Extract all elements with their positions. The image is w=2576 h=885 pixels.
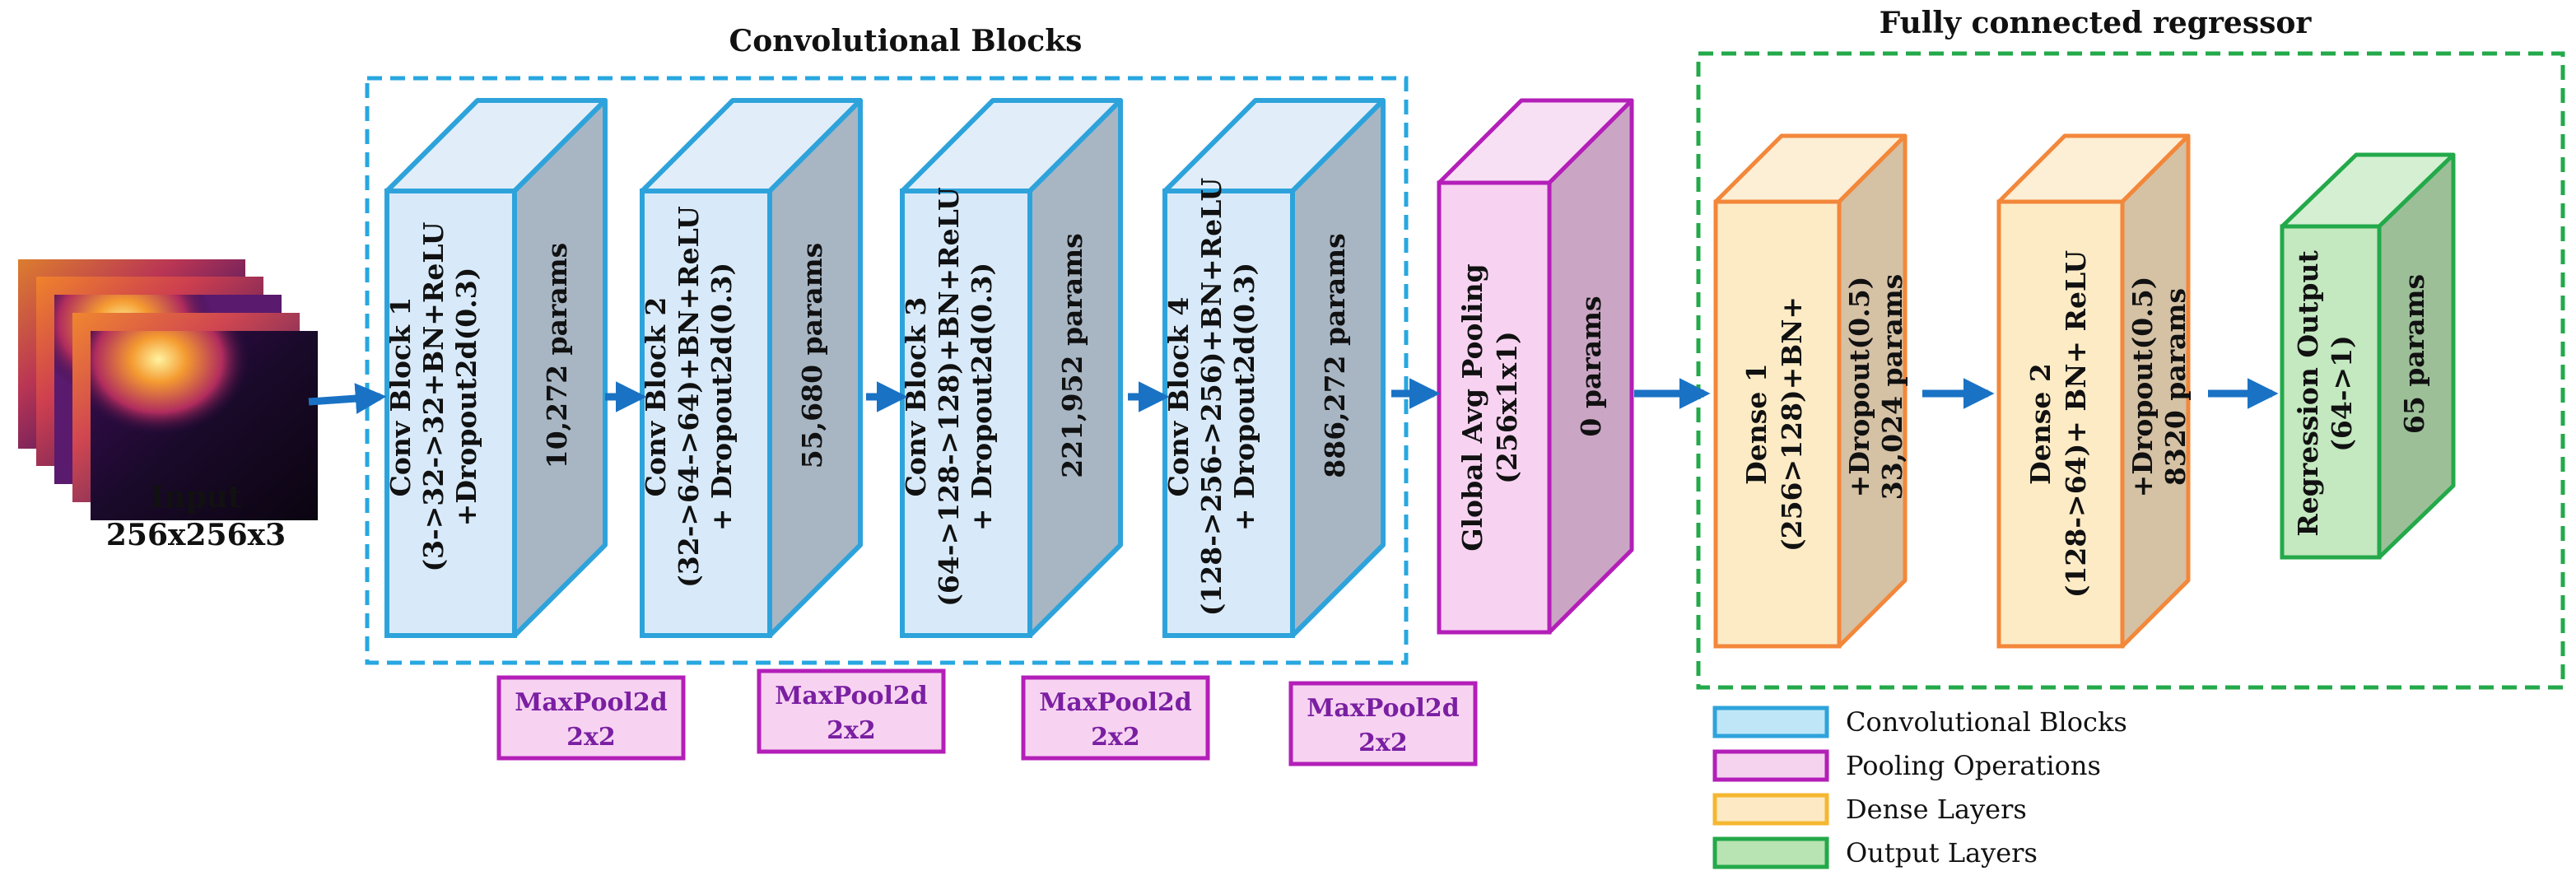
legend-item-3: Dense Layers — [1712, 793, 2027, 826]
legend-swatch — [1712, 749, 1829, 782]
conv-block-front — [384, 189, 517, 638]
output-params: 65 params — [2398, 274, 2430, 434]
legend-label: Dense Layers — [1846, 794, 2027, 825]
maxpool-boxes: MaxPool2d2x2MaxPool2d2x2MaxPool2d2x2MaxP… — [496, 668, 1478, 766]
conv-group-frame — [365, 76, 1409, 665]
conv-block-params: 886,272 params — [1319, 233, 1351, 477]
maxpool-frame — [757, 668, 946, 754]
conv-block-text-2: (3->32->32+BN+ReLU — [417, 221, 450, 571]
maxpool-box-1: MaxPool2d 2x2 — [496, 675, 686, 761]
maxpool-frame — [1288, 681, 1478, 766]
dense1-dropout: +Dropout(0.5) — [1843, 277, 1875, 498]
dense1-shape: (256>128)+BN+ — [1776, 296, 1808, 552]
conv-block-text-2: (32->64->64)+BN+ReLU — [673, 206, 705, 588]
conv-block-text-3: + Dropout2d(0.3) — [1228, 263, 1260, 531]
conv-blocks: Conv Block 1(3->32->32+BN+ReLU+Dropout2d… — [384, 98, 1386, 638]
conv-block-text-2: (128->256->256)+BN+ReLU — [1195, 178, 1227, 617]
maxpool-label: MaxPool2d — [775, 682, 928, 710]
maxpool-size: 2x2 — [827, 716, 876, 745]
maxpool-frame — [496, 675, 686, 761]
input-label: Input — [151, 480, 242, 515]
dense2-block: Dense 2 (128->64)+ BN+ ReLU +Dropout(0.5… — [1996, 133, 2192, 649]
gap-params: 0 params — [1575, 296, 1607, 436]
conv-block-params: 55,680 params — [796, 243, 828, 469]
maxpool-box-3: MaxPool2d 2x2 — [1021, 675, 1210, 761]
conv-block-1: Conv Block 1(3->32->32+BN+ReLU+Dropout2d… — [384, 98, 608, 638]
conv-block-text-1: Conv Block 1 — [384, 297, 417, 497]
maxpool-size: 2x2 — [1358, 729, 1408, 757]
conv-block-front — [1162, 189, 1295, 638]
maxpool-frame — [1021, 675, 1210, 761]
maxpool-label: MaxPool2d — [515, 688, 668, 717]
legend-item-4: Output Layers — [1712, 836, 2038, 869]
conv-group-title: Convolutional Blocks — [729, 24, 1083, 58]
dense2-dropout: +Dropout(0.5) — [2126, 277, 2159, 498]
legend-label: Output Layers — [1846, 837, 2038, 869]
output-label: Regression Output — [2292, 250, 2324, 537]
maxpool-box-2: MaxPool2d 2x2 — [757, 668, 946, 754]
dense2-label: Dense 2 — [2024, 363, 2057, 485]
conv-block-3: Conv Block 3(64->128->128)+BN+ReLU+ Drop… — [900, 98, 1123, 638]
legend-item-2: Pooling Operations — [1712, 749, 2101, 782]
legend-label: Convolutional Blocks — [1846, 706, 2127, 738]
dense1-label: Dense 1 — [1740, 363, 1772, 485]
gap-label: Global Avg Pooling — [1456, 263, 1488, 551]
dense1-block: Dense 1 (256>128)+BN+ +Dropout(0.5) 33,0… — [1713, 133, 1908, 649]
legend-item-1: Convolutional Blocks — [1712, 706, 2127, 738]
conv-block-4: Conv Block 4(128->256->256)+BN+ReLU+ Dro… — [1162, 98, 1386, 638]
conv-block-text-3: + Dropout2d(0.3) — [966, 263, 998, 531]
conv-block-text-2: (64->128->128)+BN+ReLU — [933, 187, 965, 607]
legend-swatch — [1712, 793, 1829, 826]
maxpool-box-4: MaxPool2d 2x2 — [1288, 681, 1478, 766]
fc-group-frame — [1696, 51, 2565, 690]
output-shape: (64->1) — [2326, 335, 2358, 451]
dense1-params: 33,024 params — [1876, 274, 1908, 501]
dense2-params: 8320 params — [2159, 288, 2192, 486]
maxpool-label: MaxPool2d — [1039, 688, 1192, 717]
maxpool-size: 2x2 — [566, 723, 616, 752]
conv-block-text-1: Conv Block 3 — [900, 297, 932, 497]
flow-arrows — [308, 378, 2279, 414]
conv-block-text-1: Conv Block 4 — [1162, 297, 1195, 497]
fc-group-title: Fully connected regressor — [1880, 6, 2313, 40]
input-image-stack — [18, 259, 318, 520]
conv-block-params: 221,952 params — [1056, 233, 1088, 477]
conv-block-front — [640, 189, 772, 638]
gap-block: Global Avg Pooling (256x1x1) 0 params — [1437, 98, 1634, 635]
maxpool-size: 2x2 — [1091, 723, 1140, 752]
conv-block-2: Conv Block 2(32->64->64)+BN+ReLU+ Dropou… — [640, 98, 863, 638]
gap-shape-label: (256x1x1) — [1491, 331, 1523, 483]
arrow-input-to-conv1 — [308, 383, 387, 414]
input-size-label: 256x256x3 — [106, 518, 286, 552]
legend-label: Pooling Operations — [1846, 750, 2101, 781]
conv-block-text-3: + Dropout2d(0.3) — [706, 263, 738, 531]
conv-block-text-3: +Dropout2d(0.3) — [450, 268, 482, 527]
conv-block-text-1: Conv Block 2 — [640, 297, 672, 497]
dense2-shape: (128->64)+ BN+ ReLU — [2060, 250, 2092, 599]
conv-block-front — [900, 189, 1032, 638]
legend-swatch — [1712, 706, 1829, 738]
output-block: Regression Output (64->1) 65 params — [2280, 152, 2456, 560]
maxpool-label: MaxPool2d — [1307, 694, 1460, 723]
legend-swatch — [1712, 836, 1829, 869]
conv-block-params: 10,272 params — [541, 243, 573, 469]
